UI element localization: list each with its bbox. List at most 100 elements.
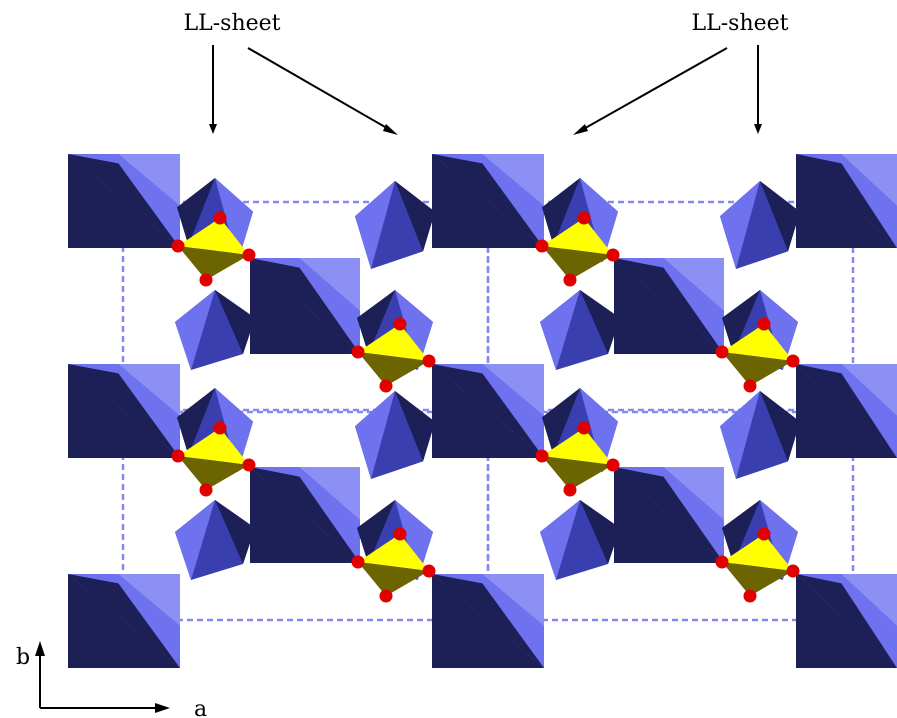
- octahedron-large-r3c1-face-dark: [68, 574, 180, 668]
- octahedron-tilted-12-face-light: [540, 500, 580, 580]
- octahedron-tilted-13-face-light: [395, 290, 433, 370]
- tetrahedron-4-oxygen-3: [786, 354, 800, 368]
- tetrahedron-5: [171, 421, 256, 497]
- octahedron-large-r1c2-face-pale: [482, 154, 544, 206]
- octahedron-large-r3c1-face-pale: [118, 574, 180, 626]
- tetrahedron-6: [535, 421, 620, 497]
- tetrahedron-5-oxygen-2: [171, 449, 185, 463]
- octahedron-large-r1c3-face-pale: [841, 154, 897, 206]
- tetrahedron-2-face-top: [542, 218, 613, 255]
- tetrahedron-2: [535, 211, 620, 287]
- tetrahedron-3: [351, 317, 436, 393]
- axis-b-label: b: [16, 645, 30, 670]
- octahedron-tilted-6-face-light: [540, 290, 580, 370]
- octahedron-tilted-2-face-dark: [215, 290, 255, 354]
- octahedron-large-r2c3-face-dark: [796, 364, 897, 458]
- octahedron-tilted-14-face-dark: [722, 290, 760, 354]
- octahedron-tilted-2-face-light: [175, 290, 215, 370]
- octahedron-tilted-1-face-light: [215, 178, 253, 262]
- tetrahedron-4-face-top: [722, 324, 793, 361]
- octahedron-large-r3c3-face-dark: [796, 574, 897, 668]
- octahedron-tilted-8-face-dark: [760, 391, 800, 462]
- octahedron-large-r1c2-face-dark: [432, 154, 544, 248]
- tetrahedron-3-face-top: [358, 324, 429, 361]
- octahedron-tilted-6: [540, 290, 620, 370]
- octahedron-mid-r2c1-face-dark: [250, 467, 360, 563]
- octahedron-large-r3c3: [796, 574, 897, 668]
- octahedron-tilted-4: [355, 391, 435, 479]
- tetrahedron-6-face-top: [542, 428, 613, 465]
- tetrahedron-7-face-top: [358, 534, 429, 571]
- tetrahedron-6-oxygen-1: [577, 421, 591, 435]
- tetrahedron-3-face-bottom: [358, 352, 429, 386]
- octahedron-tilted-6-face-dark: [580, 290, 620, 354]
- arrowhead-right-vertical: [754, 124, 762, 134]
- tetrahedra-layer: [171, 211, 800, 603]
- tetrahedron-2-oxygen-1: [577, 211, 591, 225]
- unit-cell-2: [486, 200, 855, 414]
- octahedron-mid-r1c1: [250, 258, 360, 354]
- tetrahedron-8-face-top: [722, 534, 793, 571]
- octahedron-mid-r2c2-face-dark: [614, 467, 724, 563]
- tetrahedron-7: [351, 527, 436, 603]
- tetrahedron-2-face-bottom: [542, 246, 613, 280]
- tetrahedron-8-face-bottom: [722, 562, 793, 596]
- tetrahedron-6-oxygen-2: [535, 449, 549, 463]
- tetrahedron-8-oxygen-1: [757, 527, 771, 541]
- octahedron-large-r3c2: [432, 574, 544, 668]
- tetrahedron-4-oxygen-4: [743, 379, 757, 393]
- axis-a-arrowhead: [155, 703, 170, 713]
- ll-sheet-label-left: LL-sheet: [184, 11, 281, 36]
- octahedron-large-r1c1-face-pale: [118, 154, 180, 206]
- octahedron-mid-r1c2: [614, 258, 724, 354]
- octahedron-large-r2c1-face-pale: [118, 364, 180, 416]
- tetrahedron-8-oxygen-2: [715, 555, 729, 569]
- tetrahedron-1-face-top: [178, 218, 249, 255]
- axis-indicator: b a: [16, 641, 207, 718]
- octahedron-mid-r1c1-face-pale: [299, 258, 360, 311]
- tetrahedron-7-face-bottom: [358, 562, 429, 596]
- octahedron-tilted-12-face-dark: [580, 500, 620, 564]
- tetrahedron-7-oxygen-2: [351, 555, 365, 569]
- octahedron-tilted-12: [540, 500, 620, 580]
- octahedron-large-r3c3-face-pale: [841, 574, 897, 626]
- tetrahedron-2-oxygen-2: [535, 239, 549, 253]
- octahedron-large-r2c3-face-pale: [841, 364, 897, 416]
- tetrahedron-7-oxygen-3: [422, 564, 436, 578]
- tetrahedron-3-oxygen-1: [393, 317, 407, 331]
- tetrahedron-4-oxygen-1: [757, 317, 771, 331]
- tetrahedron-3-oxygen-4: [379, 379, 393, 393]
- octahedron-tilted-11-face-light: [580, 388, 618, 472]
- octahedron-tilted-10: [175, 500, 255, 580]
- octahedron-tilted-9-face-light: [215, 388, 253, 472]
- tetrahedron-7-oxygen-1: [393, 527, 407, 541]
- octahedron-tilted-10-face-light: [175, 500, 215, 580]
- octahedron-mid-r2c2-face-pale: [663, 467, 724, 520]
- tetrahedron-4-oxygen-2: [715, 345, 729, 359]
- octahedron-tilted-3-face-dark: [395, 181, 435, 252]
- octahedron-tilted-16-face-light: [760, 500, 798, 580]
- axis-a-label: a: [194, 697, 207, 718]
- octahedron-tilted-3: [355, 181, 435, 269]
- arrowhead-left-diagonal: [383, 124, 398, 135]
- arrow-right-diagonal: [579, 47, 728, 132]
- octahedron-tilted-16-face-dark: [722, 500, 760, 564]
- octahedron-large-r1c1-face-dark: [68, 154, 180, 248]
- tetrahedron-4-face-bottom: [722, 352, 793, 386]
- tetrahedron-1: [171, 211, 256, 287]
- octahedron-tilted-15-face-dark: [357, 500, 395, 564]
- octahedron-tilted-2: [175, 290, 255, 370]
- octahedron-mid-r1c2-face-pale: [663, 258, 724, 311]
- tetrahedron-6-oxygen-3: [606, 458, 620, 472]
- octahedron-large-r3c2-face-pale: [482, 574, 544, 626]
- tetrahedron-8: [715, 527, 800, 603]
- octahedron-tilted-7-face-dark: [760, 181, 800, 252]
- tetrahedron-5-oxygen-3: [242, 458, 256, 472]
- tetrahedron-5-face-top: [178, 428, 249, 465]
- octahedron-large-r2c1-face-dark: [68, 364, 180, 458]
- tetrahedron-8-oxygen-4: [743, 589, 757, 603]
- octahedron-tilted-3-face-light: [355, 181, 395, 269]
- tetrahedron-3-oxygen-2: [351, 345, 365, 359]
- octahedron-large-r1c1: [68, 154, 180, 248]
